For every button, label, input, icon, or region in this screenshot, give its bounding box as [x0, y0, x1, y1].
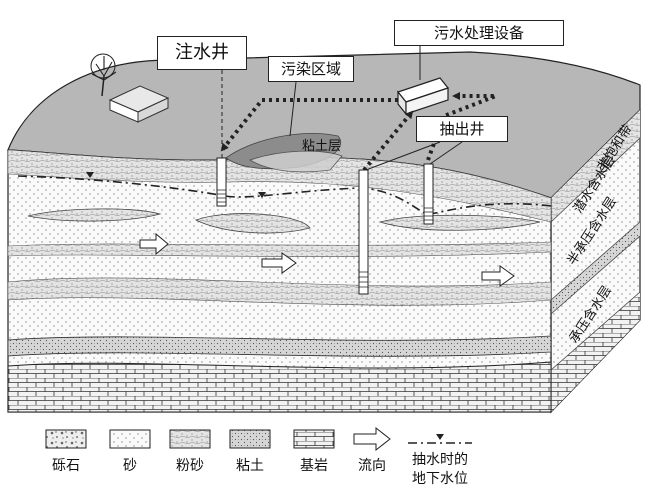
unsaturated-zone [7, 149, 552, 223]
contaminated-zone-callout: 污染区域 [268, 56, 354, 82]
right-face-unsaturated [551, 110, 640, 222]
legend-swatch-water-table [408, 434, 472, 444]
legend-swatch-clay [229, 429, 271, 449]
legend-label-water-table-2: 地下水位 [412, 471, 468, 487]
legend-label-flow-direction: 流向 [358, 458, 386, 474]
legend-label-silty-sand: 粉砂 [176, 458, 204, 474]
flow-arrow [261, 252, 297, 274]
semi-confined-band [7, 277, 552, 306]
flow-arrow [481, 265, 515, 287]
clay-lens-label: 粘土层 [302, 139, 341, 154]
extraction-pipe [362, 110, 414, 172]
extraction-well [423, 163, 434, 225]
right-face-rock [551, 292, 640, 412]
pumping-water-table-line [17, 175, 552, 215]
treated-water-pipe [220, 98, 398, 152]
legend-swatch-bedrock [293, 429, 335, 449]
legend-label-gravel: 砾石 [52, 458, 80, 474]
legend-swatch-gravel [45, 429, 87, 449]
tree-icon [90, 53, 117, 97]
legend-label-sand: 砂 [123, 458, 137, 474]
clay-lens-outline [249, 150, 343, 173]
clay-layer [7, 335, 552, 357]
gravel-lens [27, 208, 162, 222]
injection-well-callout: 注水井 [157, 36, 247, 70]
injection-well [216, 157, 227, 207]
extraction-well [358, 169, 369, 295]
treatment-unit-box [396, 77, 450, 116]
silt-lens [194, 213, 311, 234]
bedrock [7, 361, 552, 413]
legend-swatch-sand [109, 429, 151, 449]
house-icon [108, 85, 170, 123]
water-table-marker [258, 192, 266, 198]
legend-swatch-flow-arrow [353, 426, 391, 452]
legend-label-clay: 粘土 [236, 458, 264, 474]
flow-arrow [139, 232, 169, 256]
extraction-well-callout: 抽出井 [416, 116, 508, 142]
legend-swatch-silty-sand [169, 429, 211, 449]
legend-label-bedrock: 基岩 [300, 458, 328, 474]
right-face-clay [551, 222, 640, 314]
treatment-equipment-callout: 污水处理设备 [394, 20, 564, 46]
water-table-marker [86, 172, 94, 178]
legend-label-water-table-1: 抽水时的 [412, 452, 468, 468]
